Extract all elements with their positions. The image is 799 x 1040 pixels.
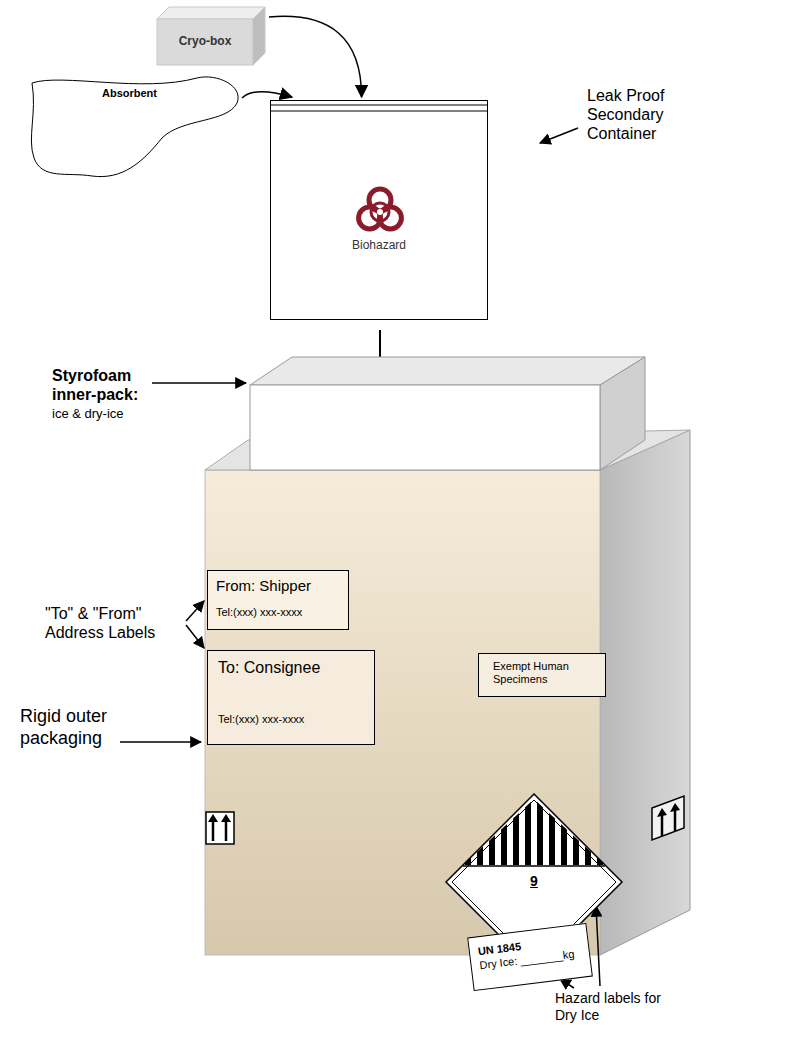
box-label: Cryo-box <box>157 34 253 48</box>
callout-label: Hazard labels for Dry Ice <box>555 990 673 1024</box>
secondary-container: Biohazard <box>270 100 488 320</box>
biohazard-text: Biohazard <box>270 238 488 252</box>
phone-number: Tel:(xxx) xxx-xxxx <box>218 713 364 725</box>
absorbent-pad-outline <box>22 68 247 186</box>
phone-number: Tel:(xxx) xxx-xxxx <box>216 606 340 618</box>
to-label: To: ConsigneeTel:(xxx) xxx-xxxx <box>207 650 375 745</box>
cryo-box: Cryo-box <box>155 5 267 67</box>
exempt-text: Exempt Human Specimens <box>493 660 599 685</box>
callout-label: Rigid outer packaging <box>20 706 130 749</box>
address-heading: From: Shipper <box>216 577 340 594</box>
curved-arrow <box>269 16 362 97</box>
callout-label: Leak Proof Secondary Container <box>587 86 737 144</box>
curved-arrow <box>242 92 292 98</box>
secondary-container-outline <box>270 100 488 320</box>
address-heading: To: Consignee <box>218 659 364 677</box>
callout-label: Styrofoam inner-pack: <box>52 366 148 404</box>
absorbent-pad: Absorbent <box>22 68 247 186</box>
callout-note: ice & dry-ice <box>52 406 192 422</box>
hazard-class-number: 9 <box>445 873 623 889</box>
exempt-label: Exempt Human Specimens <box>478 653 606 697</box>
callout-label: "To" & "From" Address Labels <box>45 604 185 642</box>
from-label: From: ShipperTel:(xxx) xxx-xxxx <box>207 570 349 630</box>
pad-label: Absorbent <box>102 87 157 99</box>
